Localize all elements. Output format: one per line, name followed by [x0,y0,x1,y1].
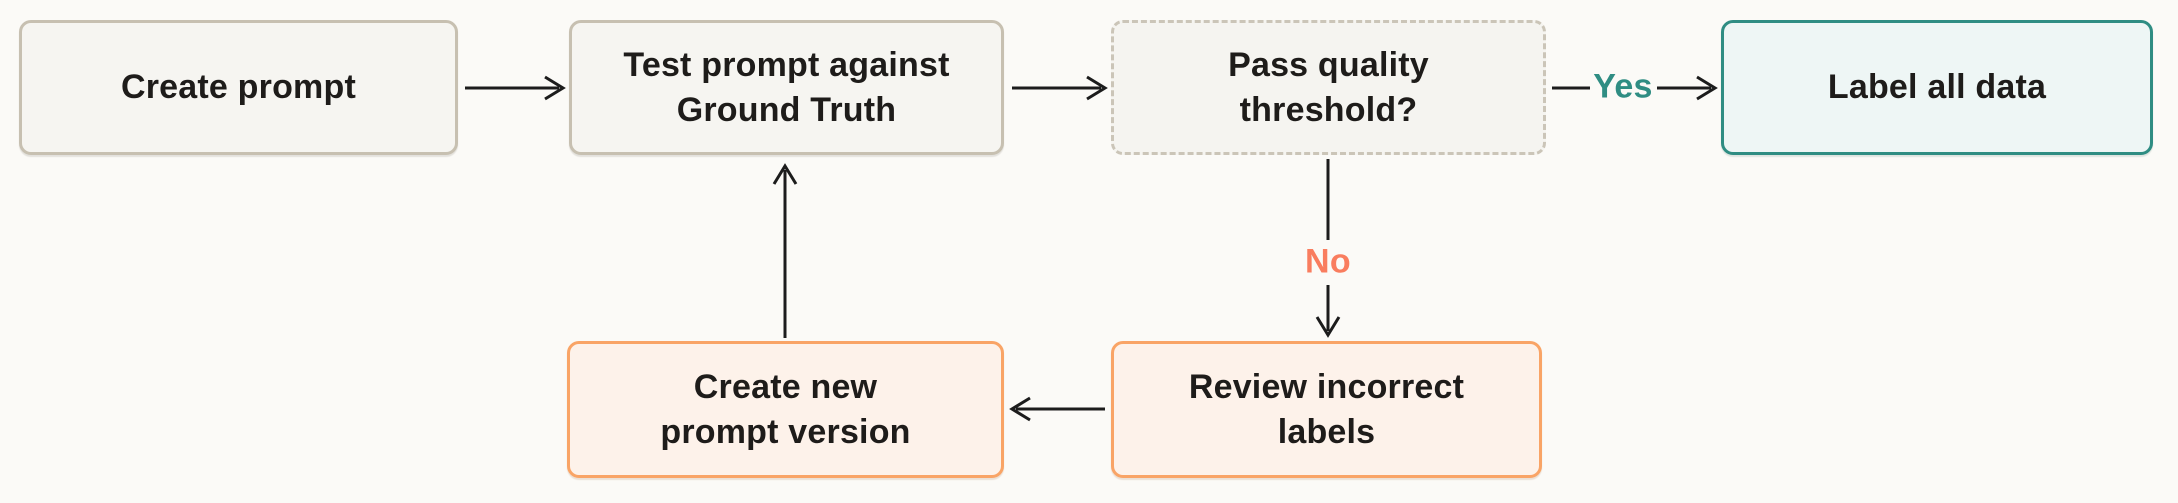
edge-new-version-to-test [772,163,798,338]
node-pass-quality-threshold: Pass quality threshold? [1111,20,1546,155]
edge-review-to-new-version [1009,396,1105,422]
node-review-incorrect-labels: Review incorrect labels [1111,341,1542,478]
node-label-all-data: Label all data [1721,20,2153,155]
edge-label-no: No [1305,242,1351,281]
node-create-prompt: Create prompt [19,20,458,155]
node-create-new-prompt-version: Create new prompt version [567,341,1004,478]
edge-label-yes: Yes [1593,67,1653,106]
edge-create-to-test [465,75,566,101]
node-test-prompt-against-ground-truth: Test prompt against Ground Truth [569,20,1004,155]
edge-test-to-threshold [1012,75,1108,101]
